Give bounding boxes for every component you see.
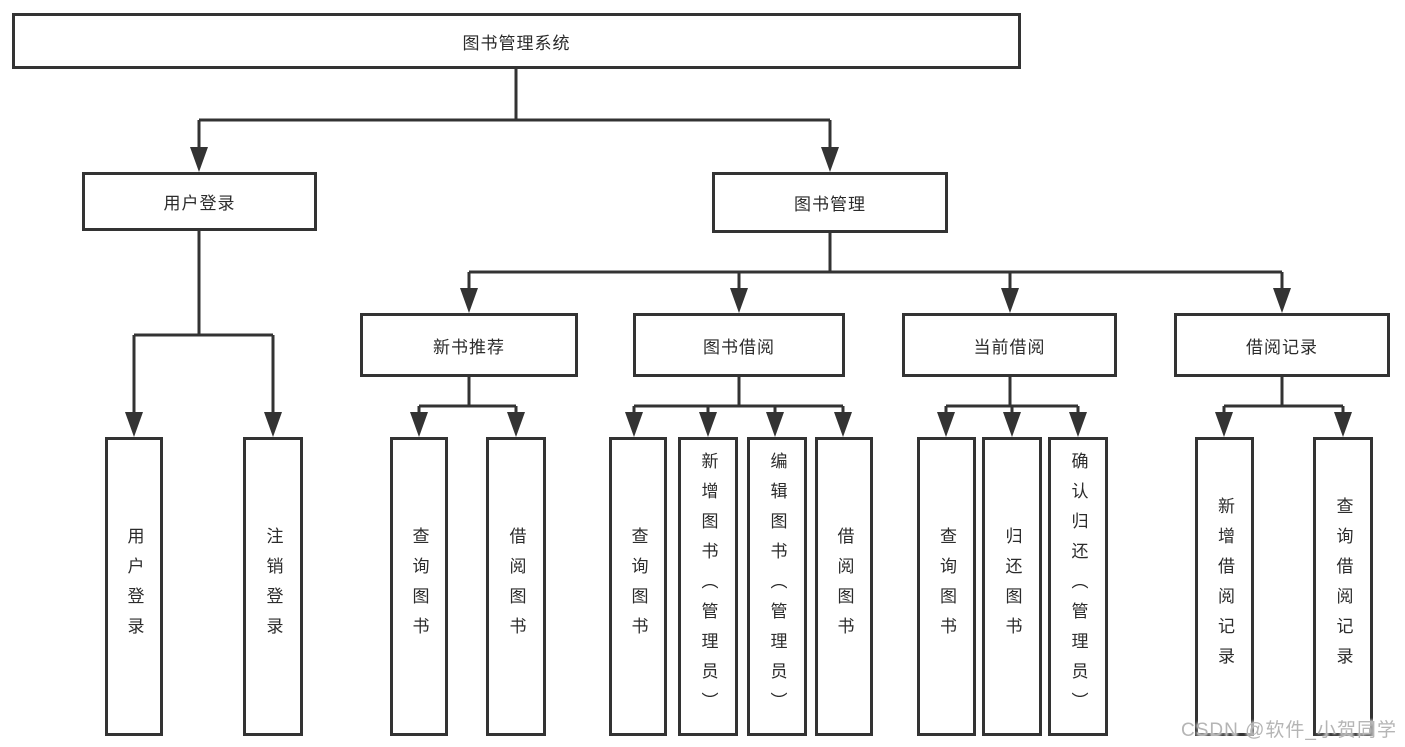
leaf-logout-login: 注销登录: [243, 437, 303, 736]
arrow-down-icon: [1334, 412, 1352, 437]
leaf-cb-query-book: 查询图书: [917, 437, 976, 736]
arrowheads: [125, 147, 1352, 437]
node-book-management: 图书管理: [712, 172, 948, 233]
leaf-nbr-query-book: 查询图书: [390, 437, 448, 736]
leaf-bb-borrow-book: 借阅图书: [815, 437, 873, 736]
node-user-login: 用户登录: [82, 172, 317, 231]
arrow-down-icon: [766, 412, 784, 437]
leaf-cb-return-book: 归还图书: [982, 437, 1042, 736]
leaf-bb-edit-book-admin: 编辑图书（管理员）: [747, 437, 807, 736]
arrow-down-icon: [1001, 288, 1019, 313]
node-book-borrow: 图书借阅: [633, 313, 845, 377]
node-borrow-record: 借阅记录: [1174, 313, 1390, 377]
leaf-bb-query-book: 查询图书: [609, 437, 667, 736]
arrow-down-icon: [1273, 288, 1291, 313]
arrow-down-icon: [821, 147, 839, 172]
arrow-down-icon: [125, 412, 143, 437]
arrow-down-icon: [507, 412, 525, 437]
arrow-down-icon: [460, 288, 478, 313]
arrow-down-icon: [625, 412, 643, 437]
arrow-down-icon: [410, 412, 428, 437]
arrow-down-icon: [730, 288, 748, 313]
arrow-down-icon: [264, 412, 282, 437]
arrow-down-icon: [699, 412, 717, 437]
leaf-cb-confirm-return-admin: 确认归还（管理员）: [1048, 437, 1108, 736]
arrow-down-icon: [190, 147, 208, 172]
leaf-nbr-borrow-book: 借阅图书: [486, 437, 546, 736]
arrow-down-icon: [937, 412, 955, 437]
leaf-user-login: 用户登录: [105, 437, 163, 736]
leaf-br-add-record: 新增借阅记录: [1195, 437, 1254, 736]
node-current-borrow: 当前借阅: [902, 313, 1117, 377]
leaf-bb-add-book-admin: 新增图书（管理员）: [678, 437, 738, 736]
node-new-book-recommend: 新书推荐: [360, 313, 578, 377]
node-root-library-system: 图书管理系统: [12, 13, 1021, 69]
arrow-down-icon: [1069, 412, 1087, 437]
arrow-down-icon: [1215, 412, 1233, 437]
leaf-br-query-record: 查询借阅记录: [1313, 437, 1373, 736]
watermark: CSDN @软件_小贺同学: [1181, 720, 1397, 741]
arrow-down-icon: [834, 412, 852, 437]
arrow-down-icon: [1003, 412, 1021, 437]
